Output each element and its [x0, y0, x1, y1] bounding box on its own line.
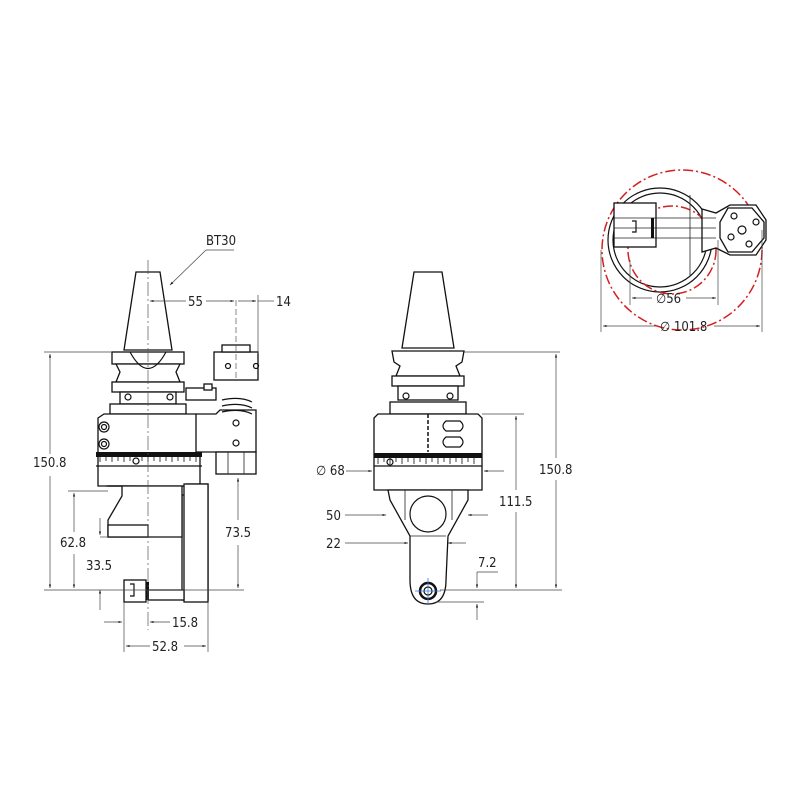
bt30-label: BT30	[206, 234, 236, 249]
front-view: ∅ 68 50 22 111.5 150.8 7.2	[316, 271, 572, 620]
swing-circle-56	[627, 205, 717, 295]
dim-dia-68: ∅ 68	[316, 464, 345, 479]
collet-nut	[123, 579, 147, 603]
dim-15-8: 15.8	[172, 616, 198, 631]
dim-52-8: 52.8	[152, 640, 178, 655]
dim-dia-56: ∅56	[656, 292, 681, 307]
top-view: ∅56 ∅ 101.8	[600, 169, 767, 335]
dim-50: 50	[326, 509, 341, 524]
dim-33-5: 33.5	[86, 559, 112, 574]
bt30-taper-front	[401, 271, 455, 349]
side-view: BT30 55 14 150.8 62.8 33.5 73.5	[33, 234, 291, 655]
dim-dia-101-8: ∅ 101.8	[660, 320, 707, 335]
dim-62-8: 62.8	[60, 536, 86, 551]
dim-22: 22	[326, 537, 341, 552]
dim-111-5: 111.5	[499, 495, 532, 510]
dim-150-8-front: 150.8	[539, 463, 572, 478]
dim-150-8-side: 150.8	[33, 456, 66, 471]
dim-55: 55	[188, 295, 203, 310]
dim-14: 14	[276, 295, 291, 310]
dim-73-5: 73.5	[225, 526, 251, 541]
dim-7-2: 7.2	[478, 556, 497, 571]
housing	[97, 413, 201, 487]
